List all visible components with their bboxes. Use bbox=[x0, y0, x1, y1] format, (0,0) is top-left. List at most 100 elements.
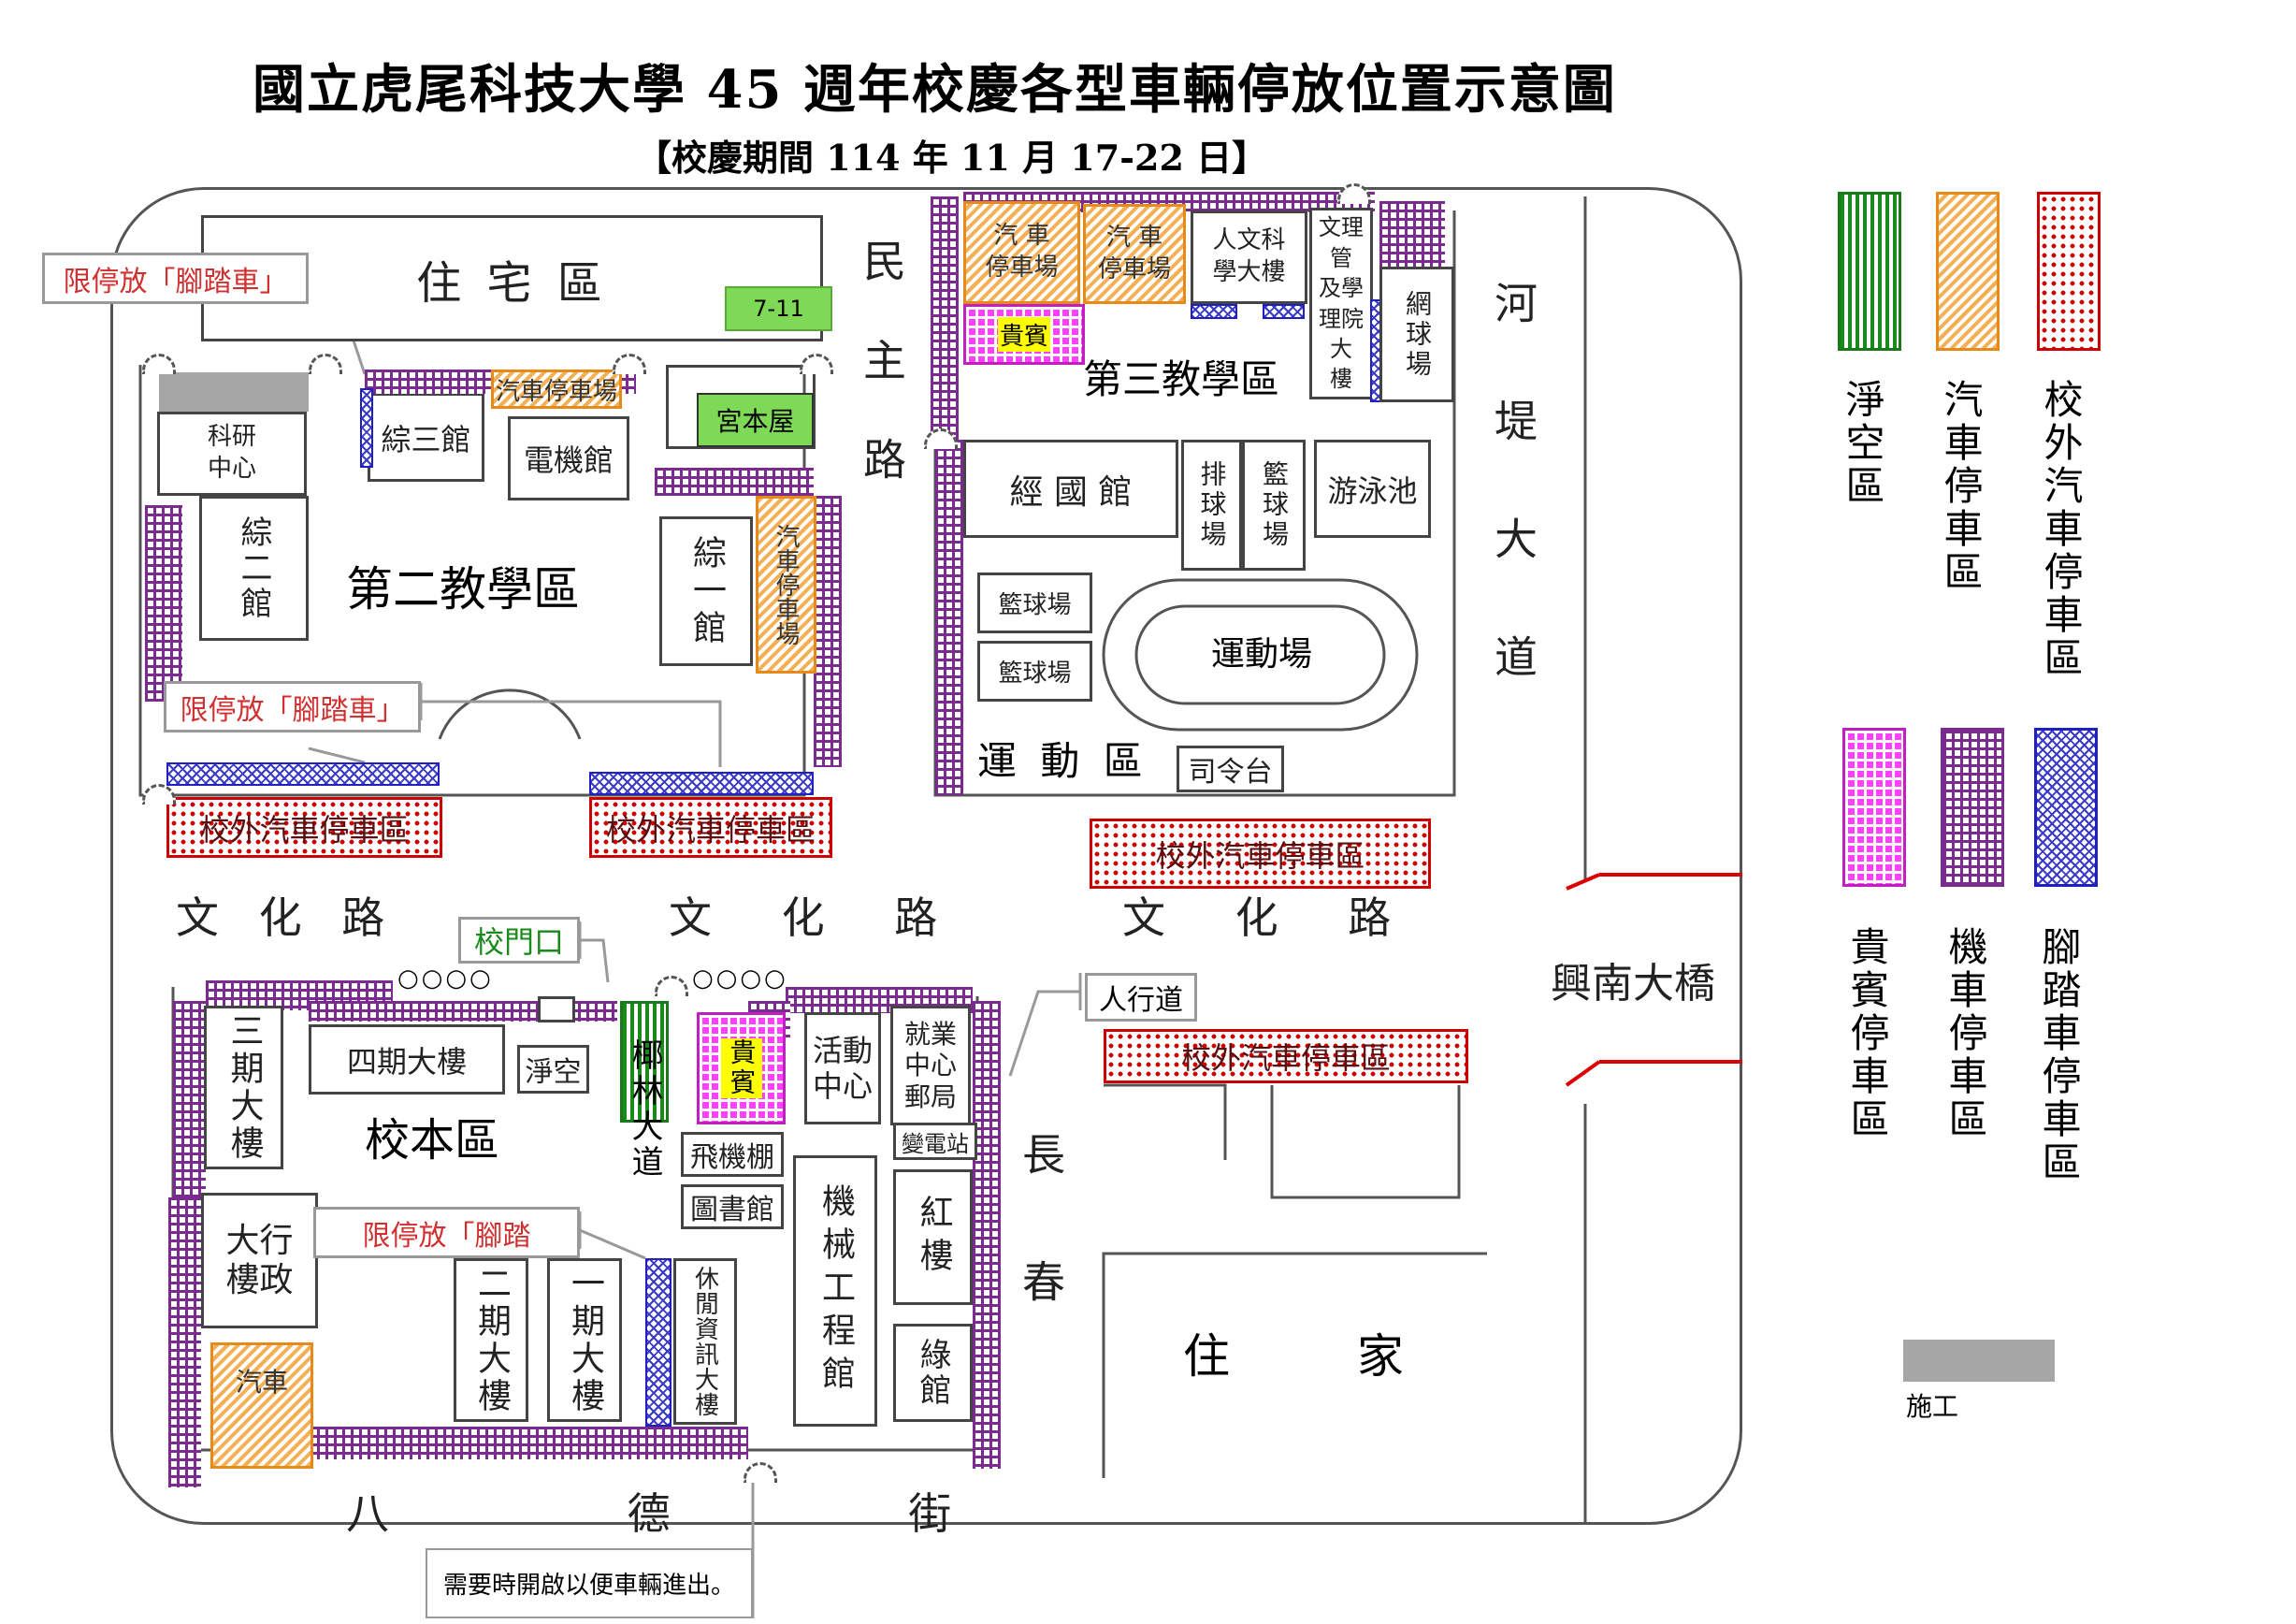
wenhua-road-label-3: 文 化 路 bbox=[1122, 892, 1420, 943]
coconut-avenue-clean bbox=[620, 1001, 669, 1123]
research-center: 科研 中心 bbox=[157, 412, 307, 496]
moto-zone-3-right bbox=[1379, 201, 1445, 267]
changchun-road-label: 長春 bbox=[1016, 1132, 1066, 1386]
ext-parking-4: 校外汽車停車區 bbox=[1104, 1029, 1468, 1083]
car-lot-1: 汽 車 停車場 bbox=[963, 201, 1080, 304]
bike-zone-3-a bbox=[1191, 304, 1237, 319]
legend-swatch-moto bbox=[1941, 728, 2004, 887]
gate-open-note: 需要時開啟以便車輛進出。 bbox=[426, 1548, 753, 1618]
phase1-label: 一期大樓 bbox=[566, 1265, 604, 1415]
gate-circles: ○○○○ bbox=[397, 964, 494, 993]
clean-small: 淨空 bbox=[517, 1045, 589, 1094]
miyamoto-label: 宮本屋 bbox=[715, 406, 795, 437]
car-lot-2: 汽 車 停車場 bbox=[1083, 204, 1186, 304]
red-building: 紅樓 bbox=[893, 1169, 973, 1305]
moto-main-right bbox=[973, 1001, 1001, 1469]
phase4-building: 四期大樓 bbox=[309, 1024, 505, 1095]
legend-swatch-car bbox=[1936, 192, 2000, 351]
car-lot-2-label: 汽 車 停車場 bbox=[1097, 223, 1171, 283]
library: 圖書館 bbox=[681, 1184, 784, 1229]
red-building-label: 紅樓 bbox=[914, 1194, 953, 1281]
bike-zone-2-a bbox=[360, 388, 373, 468]
legend-swatch-bike bbox=[2034, 728, 2098, 887]
leisure-info-label: 休閒資訊大樓 bbox=[690, 1266, 719, 1417]
basketball-court-a: 籃球場 bbox=[977, 573, 1092, 633]
gate-marker bbox=[613, 354, 646, 374]
clean-small-label: 淨空 bbox=[525, 1056, 582, 1089]
gate-marker bbox=[142, 354, 176, 374]
volleyball-court: 排球場 bbox=[1181, 440, 1242, 571]
basketball-court-top: 籃球場 bbox=[1242, 440, 1306, 571]
hangar: 飛機棚 bbox=[681, 1132, 784, 1177]
swimming-pool: 游泳池 bbox=[1314, 440, 1431, 538]
bike-only-note-2: 限停放「腳踏車」 bbox=[164, 681, 421, 732]
main-gate-note-text: 校門口 bbox=[473, 924, 564, 960]
main-gate-note: 校門口 bbox=[458, 917, 580, 964]
basketball-b-label: 籃球場 bbox=[998, 660, 1072, 688]
car-lot-5: 汽車 bbox=[210, 1342, 313, 1469]
wenhua-road-label-1: 文 化 路 bbox=[176, 892, 398, 943]
seven-eleven-label: 7-11 bbox=[753, 296, 804, 322]
moto-zone-3-left bbox=[931, 196, 959, 440]
gate-marker bbox=[924, 428, 958, 449]
tennis-court: 網球場 bbox=[1379, 267, 1454, 402]
bike-only-note-2-text: 限停放「腳踏車」 bbox=[180, 693, 405, 727]
bike-only-note-3: 限停放「腳踏 bbox=[313, 1207, 580, 1258]
ext-parking-4-label: 校外汽車停車區 bbox=[1180, 1040, 1391, 1076]
phase2-building: 二期大樓 bbox=[454, 1258, 528, 1422]
moto-main-bottom bbox=[309, 1427, 748, 1459]
map-subtitle: 【校慶期間 114 年 11 月 17-22 日】 bbox=[636, 137, 1268, 179]
gate-open-note-text: 需要時開啟以便車輛進出。 bbox=[442, 1572, 735, 1600]
moto-main-left-2 bbox=[168, 1197, 201, 1487]
humanities-building: 人文科 學大樓 bbox=[1191, 210, 1307, 304]
campus-boundary bbox=[110, 187, 1742, 1525]
moto-zone-2-mid bbox=[655, 468, 814, 496]
main-campus-label: 校本區 bbox=[365, 1114, 500, 1167]
humanities-label: 人文科 學大樓 bbox=[1212, 226, 1286, 286]
basketball-court-b: 籃球場 bbox=[977, 641, 1092, 702]
second-campus-label: 第二教學區 bbox=[346, 562, 580, 616]
bike-zone-main bbox=[645, 1258, 671, 1427]
activity-center: 活動 中心 bbox=[804, 1012, 881, 1124]
bike-only-note-1-text: 限停放「腳踏車」 bbox=[63, 265, 288, 298]
pool-label: 游泳池 bbox=[1327, 472, 1418, 509]
car-lot-1-label: 汽 車 停車場 bbox=[985, 222, 1059, 282]
bike-zone-2-c bbox=[589, 772, 814, 795]
sports-area-label: 運 動 區 bbox=[977, 738, 1148, 784]
seven-eleven: 7-11 bbox=[725, 286, 832, 331]
zong1-label: 綜一館 bbox=[687, 535, 726, 647]
bike-only-note-3-text: 限停放「腳踏 bbox=[362, 1219, 531, 1253]
bike-zone-2-b bbox=[166, 762, 440, 786]
green-building-label: 綠館 bbox=[914, 1337, 951, 1409]
vip-parking-2-label: 貴賓 bbox=[720, 1038, 762, 1098]
electrical-building: 電機館 bbox=[508, 416, 629, 500]
car-lot-3: 汽車停車場 bbox=[491, 370, 622, 409]
legend-swatch-vip bbox=[1842, 728, 1906, 887]
admin-building: 大行 樓政 bbox=[201, 1193, 318, 1328]
electrical-label: 電機館 bbox=[523, 442, 614, 478]
zong1-building: 綜一館 bbox=[659, 516, 753, 666]
activity-label: 活動 中心 bbox=[812, 1032, 873, 1104]
phase2-label: 二期大樓 bbox=[472, 1265, 511, 1415]
admin-label: 大行 樓政 bbox=[225, 1222, 294, 1299]
moto-zone-2-right bbox=[814, 496, 842, 767]
ext-parking-3-label: 校外汽車停車區 bbox=[1155, 837, 1365, 874]
miyamoto-shop: 宮本屋 bbox=[697, 393, 814, 447]
research-center-label: 科研 中心 bbox=[207, 423, 256, 483]
legend-swatch-ext bbox=[2037, 192, 2101, 351]
zong2-building: 綜二館 bbox=[199, 496, 309, 641]
gate-marker bbox=[309, 354, 342, 374]
residential-label: 住 宅 區 bbox=[416, 256, 608, 310]
car-lot-4-label: 汽車停車場 bbox=[772, 524, 800, 645]
vip-parking-1: 貴賓 bbox=[963, 304, 1085, 365]
hangar-label: 飛機棚 bbox=[690, 1141, 774, 1174]
substation: 變電站 bbox=[893, 1123, 977, 1160]
career-post-label: 就業 中心 郵局 bbox=[903, 1018, 957, 1112]
phase1-building: 一期大樓 bbox=[547, 1258, 622, 1422]
hedi-avenue-label: 河堤大道 bbox=[1488, 281, 1538, 752]
wenhua-road-label-2: 文 化 路 bbox=[669, 892, 966, 943]
bike-zone-3-b bbox=[1263, 304, 1305, 319]
mechanical-building: 機械工程館 bbox=[793, 1155, 877, 1427]
legend-label-construction: 施工 bbox=[1906, 1391, 1959, 1422]
gate-marker bbox=[800, 354, 833, 374]
